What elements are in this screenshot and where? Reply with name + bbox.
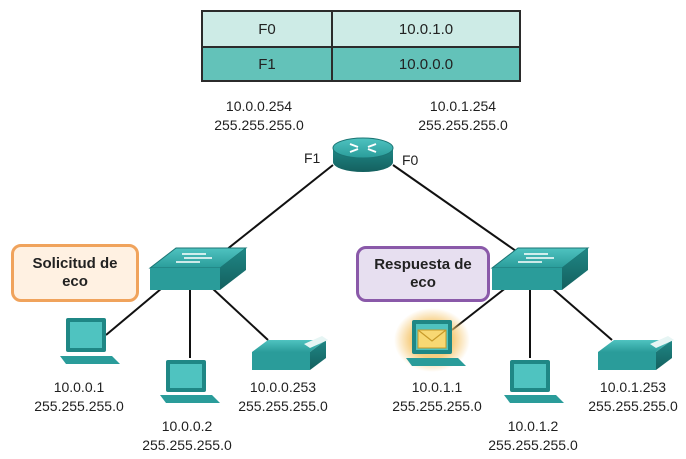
host-ip: 10.0.0.2: [161, 418, 213, 434]
printer-icon: [598, 336, 674, 370]
link-switch-printer: [211, 287, 269, 341]
router-interface-f1: F1: [304, 150, 321, 166]
printer-mask: 255.255.255.0: [588, 398, 678, 414]
printer-ip: 10.0.1.253: [599, 379, 667, 395]
echo-reply-callout: Respuesta de eco: [356, 246, 490, 302]
host-ip: 10.0.1.1: [411, 379, 463, 395]
router-right-mask: 255.255.255.0: [418, 117, 508, 133]
echo-request-callout: Solicitud de eco: [11, 244, 139, 302]
switch-icon: [148, 247, 248, 290]
routing-interface-cell: F0: [203, 12, 333, 46]
host-mask: 255.255.255.0: [34, 398, 124, 414]
computer-icon: [60, 318, 120, 364]
link-switch-host: [105, 282, 169, 336]
printer-mask: 255.255.255.0: [238, 398, 328, 414]
host-mask: 255.255.255.0: [142, 437, 232, 453]
printer-icon: [252, 336, 328, 370]
computer-icon: [160, 360, 220, 403]
host-ip: 10.0.0.1: [53, 379, 105, 395]
network-links: [105, 164, 613, 358]
router-icon: [332, 137, 394, 172]
switch-icon: [490, 247, 590, 290]
link-router-switch-right: [392, 164, 527, 259]
echo-request-line2: eco: [62, 273, 88, 290]
routing-table-row: F0 10.0.1.0: [203, 12, 519, 46]
router-right-ip: 10.0.1.254: [429, 98, 497, 114]
printer-ip: 10.0.0.253: [249, 379, 317, 395]
envelope-icon: [417, 329, 447, 349]
routing-table-row: F1 10.0.0.0: [203, 46, 519, 80]
link-switch-printer: [551, 287, 613, 341]
computer-icon: [504, 360, 564, 403]
routing-interface-cell: F1: [203, 48, 333, 80]
routing-network-cell: 10.0.1.0: [333, 12, 519, 46]
router-left-mask: 255.255.255.0: [214, 117, 304, 133]
echo-reply-line2: eco: [410, 274, 436, 291]
router-interface-f0: F0: [402, 152, 419, 168]
host-mask: 255.255.255.0: [392, 398, 482, 414]
routing-table: F0 10.0.1.0 F1 10.0.0.0: [201, 10, 521, 82]
echo-request-line1: Solicitud de: [32, 255, 118, 272]
router-left-ip: 10.0.0.254: [225, 98, 293, 114]
routing-network-cell: 10.0.0.0: [333, 48, 519, 80]
host-mask: 255.255.255.0: [488, 437, 578, 453]
echo-reply-line1: Respuesta de: [374, 256, 472, 273]
link-router-switch-left: [215, 164, 334, 259]
host-ip: 10.0.1.2: [507, 418, 559, 434]
